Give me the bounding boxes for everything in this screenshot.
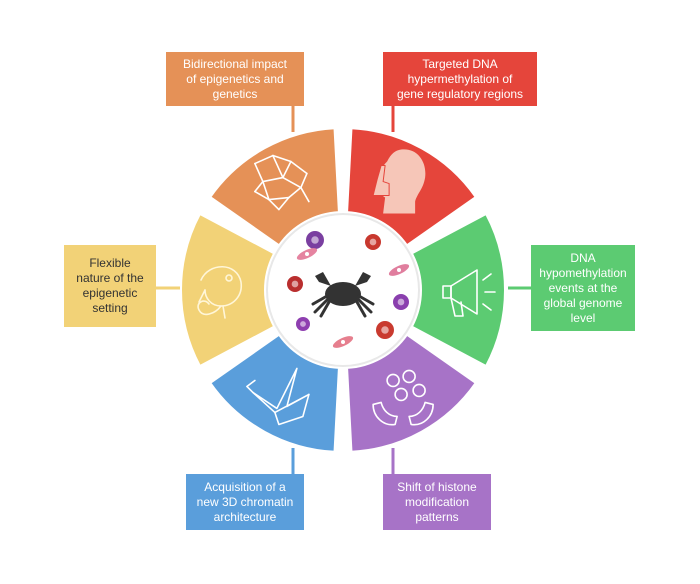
label-box-bidirectional: Bidirectional impact of epigenetics and …: [166, 52, 304, 106]
red-cell-icon: [393, 294, 409, 310]
pink-cell-icon: [296, 248, 318, 260]
label-hypomethylation: DNA hypomethylation events at the global…: [539, 250, 627, 325]
segment-hypomethylation: [410, 212, 506, 368]
label-box-targeted: Targeted DNA hypermethylation of gene re…: [383, 52, 537, 106]
segment-bidirectional: [208, 127, 340, 247]
pink-cell-icon: [332, 336, 354, 348]
label-chromatin: Acquisition of a new 3D chromatin archit…: [196, 479, 294, 524]
silent-face-icon: [372, 149, 426, 214]
segment-histone: [346, 333, 478, 453]
label-bidirectional: Bidirectional impact of epigenetics and …: [182, 56, 288, 101]
pink-cell-icon: [388, 264, 410, 276]
label-box-chromatin: Acquisition of a new 3D chromatin archit…: [186, 474, 304, 530]
red-cell-icon: [365, 234, 381, 250]
purple-cell-icon: [296, 317, 310, 331]
label-box-histone: Shift of histone modification patterns: [383, 474, 491, 530]
label-box-flexible: Flexible nature of the epigenetic settin…: [64, 245, 156, 327]
label-histone: Shift of histone modification patterns: [397, 479, 477, 524]
label-targeted: Targeted DNA hypermethylation of gene re…: [396, 56, 524, 101]
megaphone-icon: [442, 269, 496, 317]
juggling-hands-icon: [372, 369, 434, 426]
chameleon-icon: [197, 266, 243, 319]
origami-crane-icon: [246, 367, 310, 426]
label-box-hypomethylation: DNA hypomethylation events at the global…: [531, 245, 635, 331]
network-icon: [254, 154, 310, 211]
red-cell-icon: [287, 276, 303, 292]
red-cell-icon: [306, 231, 324, 249]
label-flexible: Flexible nature of the epigenetic settin…: [76, 256, 144, 315]
segment-flexible: [180, 212, 276, 368]
crab-icon: [311, 272, 375, 318]
red-cell-icon: [376, 321, 394, 339]
segment-chromatin: [208, 333, 340, 453]
